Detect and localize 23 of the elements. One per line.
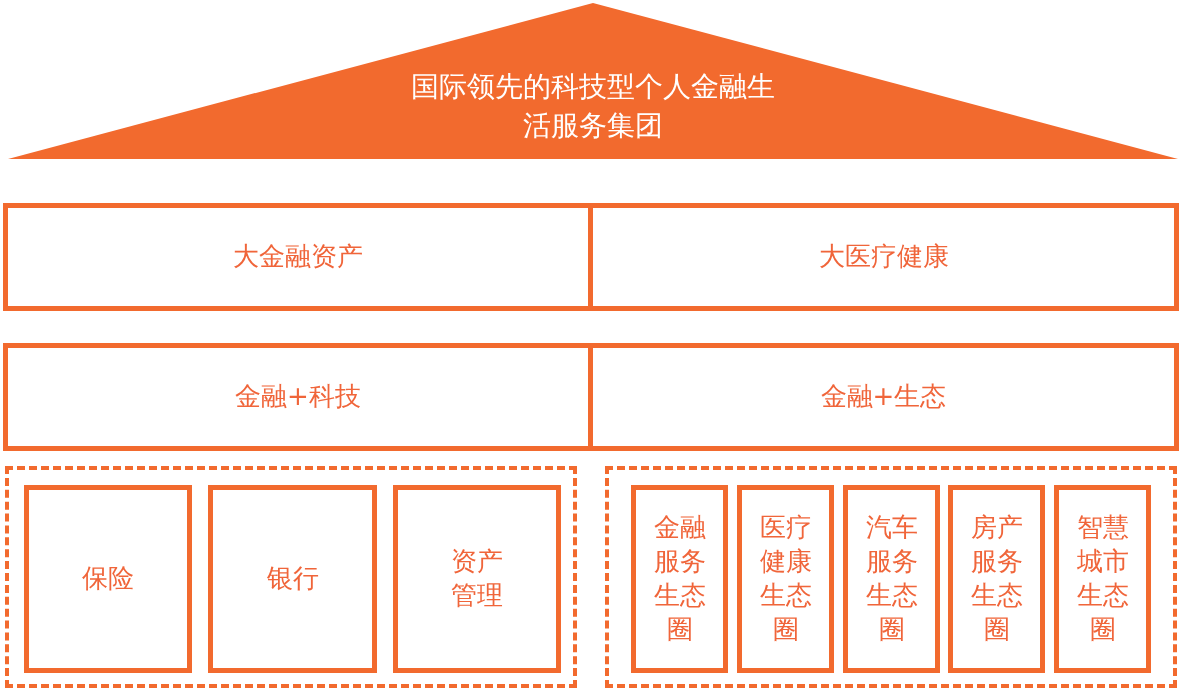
category-label: 金融+生态 bbox=[820, 380, 947, 414]
category-box bbox=[843, 485, 940, 673]
category-label: 保险 bbox=[82, 562, 134, 596]
dashed-group-frame bbox=[5, 466, 577, 688]
category-box bbox=[631, 485, 728, 673]
category-label: 汽车服务生态圈 bbox=[864, 511, 919, 646]
banner-title: 国际领先的科技型个人金融生活服务集团 bbox=[410, 68, 776, 144]
category-label: 资产管理 bbox=[450, 545, 504, 612]
category-label: 大金融资产 bbox=[233, 240, 363, 274]
category-label: 银行 bbox=[266, 562, 319, 596]
category-label: 房产服务生态圈 bbox=[969, 511, 1024, 646]
category-box bbox=[1054, 485, 1151, 673]
category-box bbox=[24, 485, 192, 673]
category-label: 金融+科技 bbox=[235, 380, 361, 414]
category-box bbox=[208, 485, 377, 673]
category-label: 医疗健康生态圈 bbox=[758, 511, 813, 646]
dashed-group-frame bbox=[605, 466, 1177, 688]
category-box bbox=[948, 485, 1045, 673]
category-label: 大医疗健康 bbox=[818, 240, 949, 274]
category-box bbox=[737, 485, 834, 673]
category-box bbox=[393, 485, 561, 673]
category-label: 智慧城市生态圈 bbox=[1075, 511, 1130, 646]
category-label: 金融服务生态圈 bbox=[652, 511, 707, 646]
